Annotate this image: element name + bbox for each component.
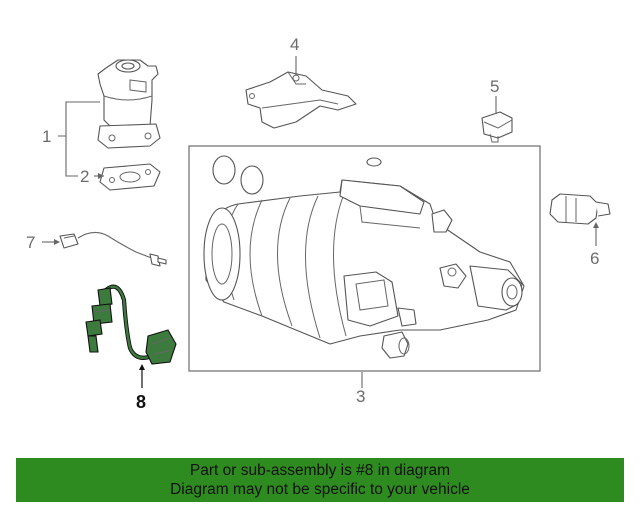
banner-line-2: Diagram may not be specific to your vehi… bbox=[170, 481, 470, 498]
part-3-frame bbox=[188, 145, 541, 372]
callout-1: 1 bbox=[42, 127, 51, 146]
part-7-oxygen-sensor[interactable] bbox=[59, 231, 167, 267]
part-6-sensor[interactable] bbox=[549, 193, 611, 225]
callout-8: 8 bbox=[136, 392, 146, 412]
part-3-canister[interactable] bbox=[203, 155, 525, 359]
callout-5: 5 bbox=[490, 77, 499, 96]
callout-4: 4 bbox=[290, 35, 299, 54]
callout-2: 2 bbox=[80, 167, 89, 186]
part-5-sensor[interactable] bbox=[481, 111, 513, 143]
banner-line-1: Part or sub-assembly is #8 in diagram bbox=[189, 462, 451, 479]
part-2-gasket[interactable] bbox=[99, 163, 161, 191]
info-banner: Part or sub-assembly is #8 in diagram Di… bbox=[16, 458, 624, 502]
part-8-oxygen-sensor[interactable] bbox=[85, 284, 177, 365]
part-1-egr-valve[interactable] bbox=[97, 59, 161, 149]
leader-lines bbox=[42, 56, 599, 388]
callout-7: 7 bbox=[26, 233, 35, 252]
part-4-bracket[interactable] bbox=[245, 71, 357, 129]
parts-diagram: 1 2 3 4 5 6 7 8 bbox=[26, 35, 611, 412]
callout-6: 6 bbox=[590, 249, 599, 268]
callout-3: 3 bbox=[356, 387, 365, 406]
